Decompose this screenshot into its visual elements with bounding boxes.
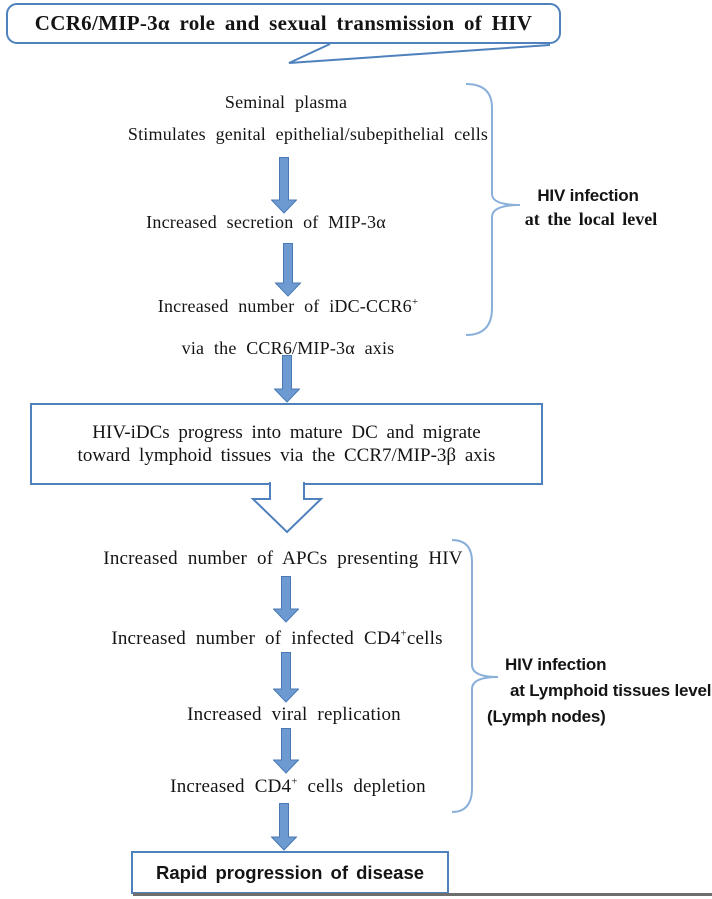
label-lymphoid-line1: HIV infection [505,655,607,674]
label-local-line2: at the local level [524,209,658,229]
down-arrow [273,576,299,623]
callout-tail-icon [288,43,551,64]
brace-lymphoid-icon [451,539,499,813]
superscript-plus: + [400,627,407,640]
down-arrow [274,355,300,403]
superscript-plus: + [291,775,298,788]
bottom-rule [133,893,712,896]
migration-box-line2: toward lymphoid tissues via the CCR7/MIP… [77,445,496,466]
step-apcs-presenting: Increased number of APCs presenting HIV [103,548,463,569]
down-arrow [271,803,297,851]
label-lymphoid-line2: at Lymphoid tissues level [510,681,712,700]
step-seminal-plasma: Seminal plasma [224,92,348,112]
down-arrow [273,728,299,774]
migration-box: HIV-iDCs progress into mature DC and mig… [30,403,543,485]
down-arrow [273,652,299,703]
final-box-text: Rapid progression of disease [155,861,425,883]
superscript-plus: + [411,296,419,308]
down-arrow [275,243,301,297]
step-infected-cd4-text: Increased number of infected CD4 [111,628,401,649]
step-stimulates-cells: Stimulates genital epithelial/subepithel… [127,124,489,144]
title-callout: CCR6/MIP-3α role and sexual transmission… [6,3,561,44]
migration-box-line1: HIV-iDCs progress into mature DC and mig… [92,422,481,443]
step-cd4-depletion-post: cells depletion [297,776,426,797]
step-viral-replication: Increased viral replication [187,704,401,725]
down-arrow [271,157,297,214]
step-cd4-depletion: Increased CD4+ cells depletion [170,776,426,798]
big-down-arrow [251,482,323,534]
step-infected-cd4-post: cells [406,628,443,649]
final-box: Rapid progression of disease [131,851,449,894]
step-idc-ccr6: Increased number of iDC-CCR6+ [158,296,418,317]
step-infected-cd4: Increased number of infected CD4+cells [111,628,442,650]
step-increased-secretion: Increased secretion of MIP-3α [146,212,386,232]
step-idc-ccr6-text: Increased number of iDC-CCR6 [157,296,412,316]
step-cd4-depletion-text: Increased CD4 [170,776,292,797]
brace-local-icon [465,83,521,336]
step-ccr6-axis: via the CCR6/MIP-3α axis [181,338,395,358]
label-local-line1: HIV infection [537,186,639,205]
label-lymphoid-line3: (Lymph nodes) [487,707,606,726]
title-text: CCR6/MIP-3α role and sexual transmission… [34,11,533,35]
